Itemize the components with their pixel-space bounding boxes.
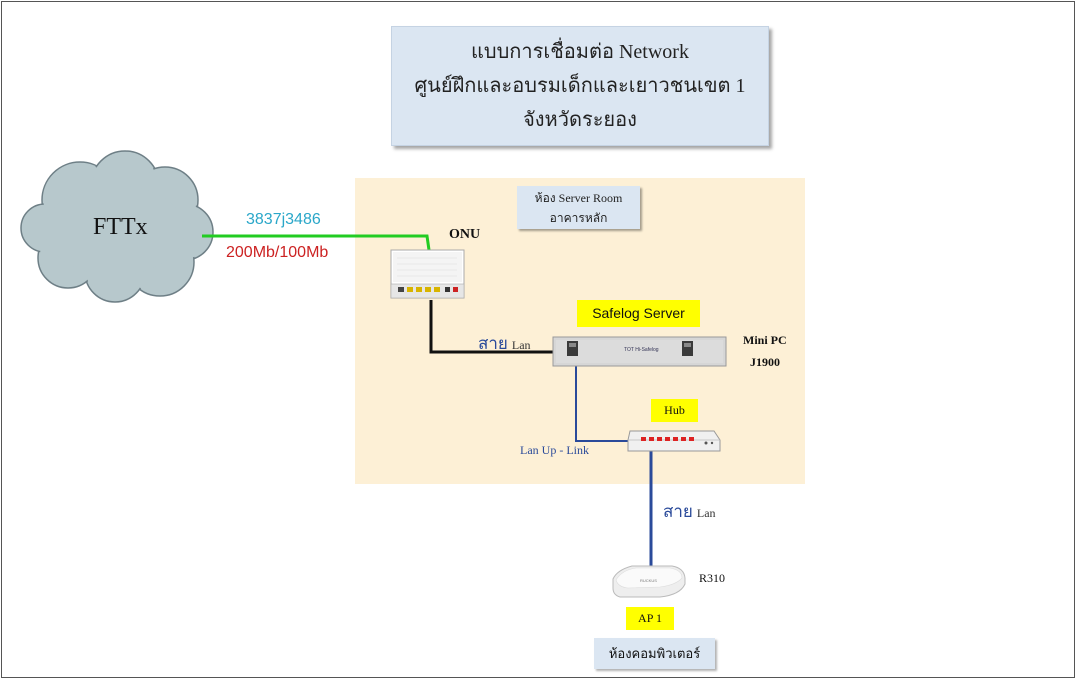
fiber-speed: 200Mb/100Mb (226, 244, 329, 261)
safelog-server-tag: Safelog Server (577, 300, 700, 327)
diagram-title-box: แบบการเชื่อมต่อ Network ศูนย์ฝึกและอบรมเ… (391, 26, 769, 146)
fiber-circuit-id: 3837j3486 (246, 211, 321, 228)
server-hub-cable (575, 366, 650, 442)
fttx-cloud-icon (20, 150, 214, 303)
title-line-2: ศูนย์ฝึกและอบรมเด็กและเยาวชนเขต 1 (414, 75, 746, 97)
cable-label-lan: Lan (511, 338, 531, 352)
title-line-3: จังหวัดระยอง (523, 109, 637, 131)
fttx-cloud-label: FTTx (93, 214, 148, 240)
cable-label-hub-ap: สาย Lan (663, 498, 716, 525)
cable-label-lan: Lan (696, 506, 716, 520)
cable-label-thai: สาย (663, 502, 693, 521)
svg-text:RUCKUS: RUCKUS (640, 578, 657, 583)
cable-label-onu-server: สาย Lan (478, 330, 531, 357)
cable-label-thai: สาย (478, 334, 508, 353)
room-building: อาคารหลัก (549, 211, 608, 225)
hub-uplink-label: Lan Up - Link (520, 443, 589, 457)
access-point-icon: RUCKUS (612, 565, 686, 598)
svg-text:TOT Hi-Safelog: TOT Hi-Safelog (624, 347, 659, 353)
hub-switch-icon (627, 430, 721, 452)
onu-device-icon (390, 249, 465, 299)
fiber-link-line (202, 234, 431, 251)
hub-tag: Hub (651, 399, 698, 422)
computer-room-label: ห้องคอมพิวเตอร์ (594, 638, 715, 669)
server-room-label-box: ห้อง Server Room อาคารหลัก (517, 186, 640, 229)
onu-server-cable (429, 300, 553, 354)
onu-label: ONU (449, 227, 481, 242)
room-name: ห้อง Server Room (534, 191, 623, 205)
ap-model-label: R310 (699, 571, 726, 585)
ap-tag: AP 1 (626, 607, 674, 630)
mini-pc-server-icon: TOT Hi-Safelog (552, 336, 727, 367)
title-line-1: แบบการเชื่อมต่อ Network (471, 41, 689, 63)
server-model-line-1: Mini PC (743, 333, 787, 347)
server-model-line-2: J1900 (750, 355, 780, 369)
